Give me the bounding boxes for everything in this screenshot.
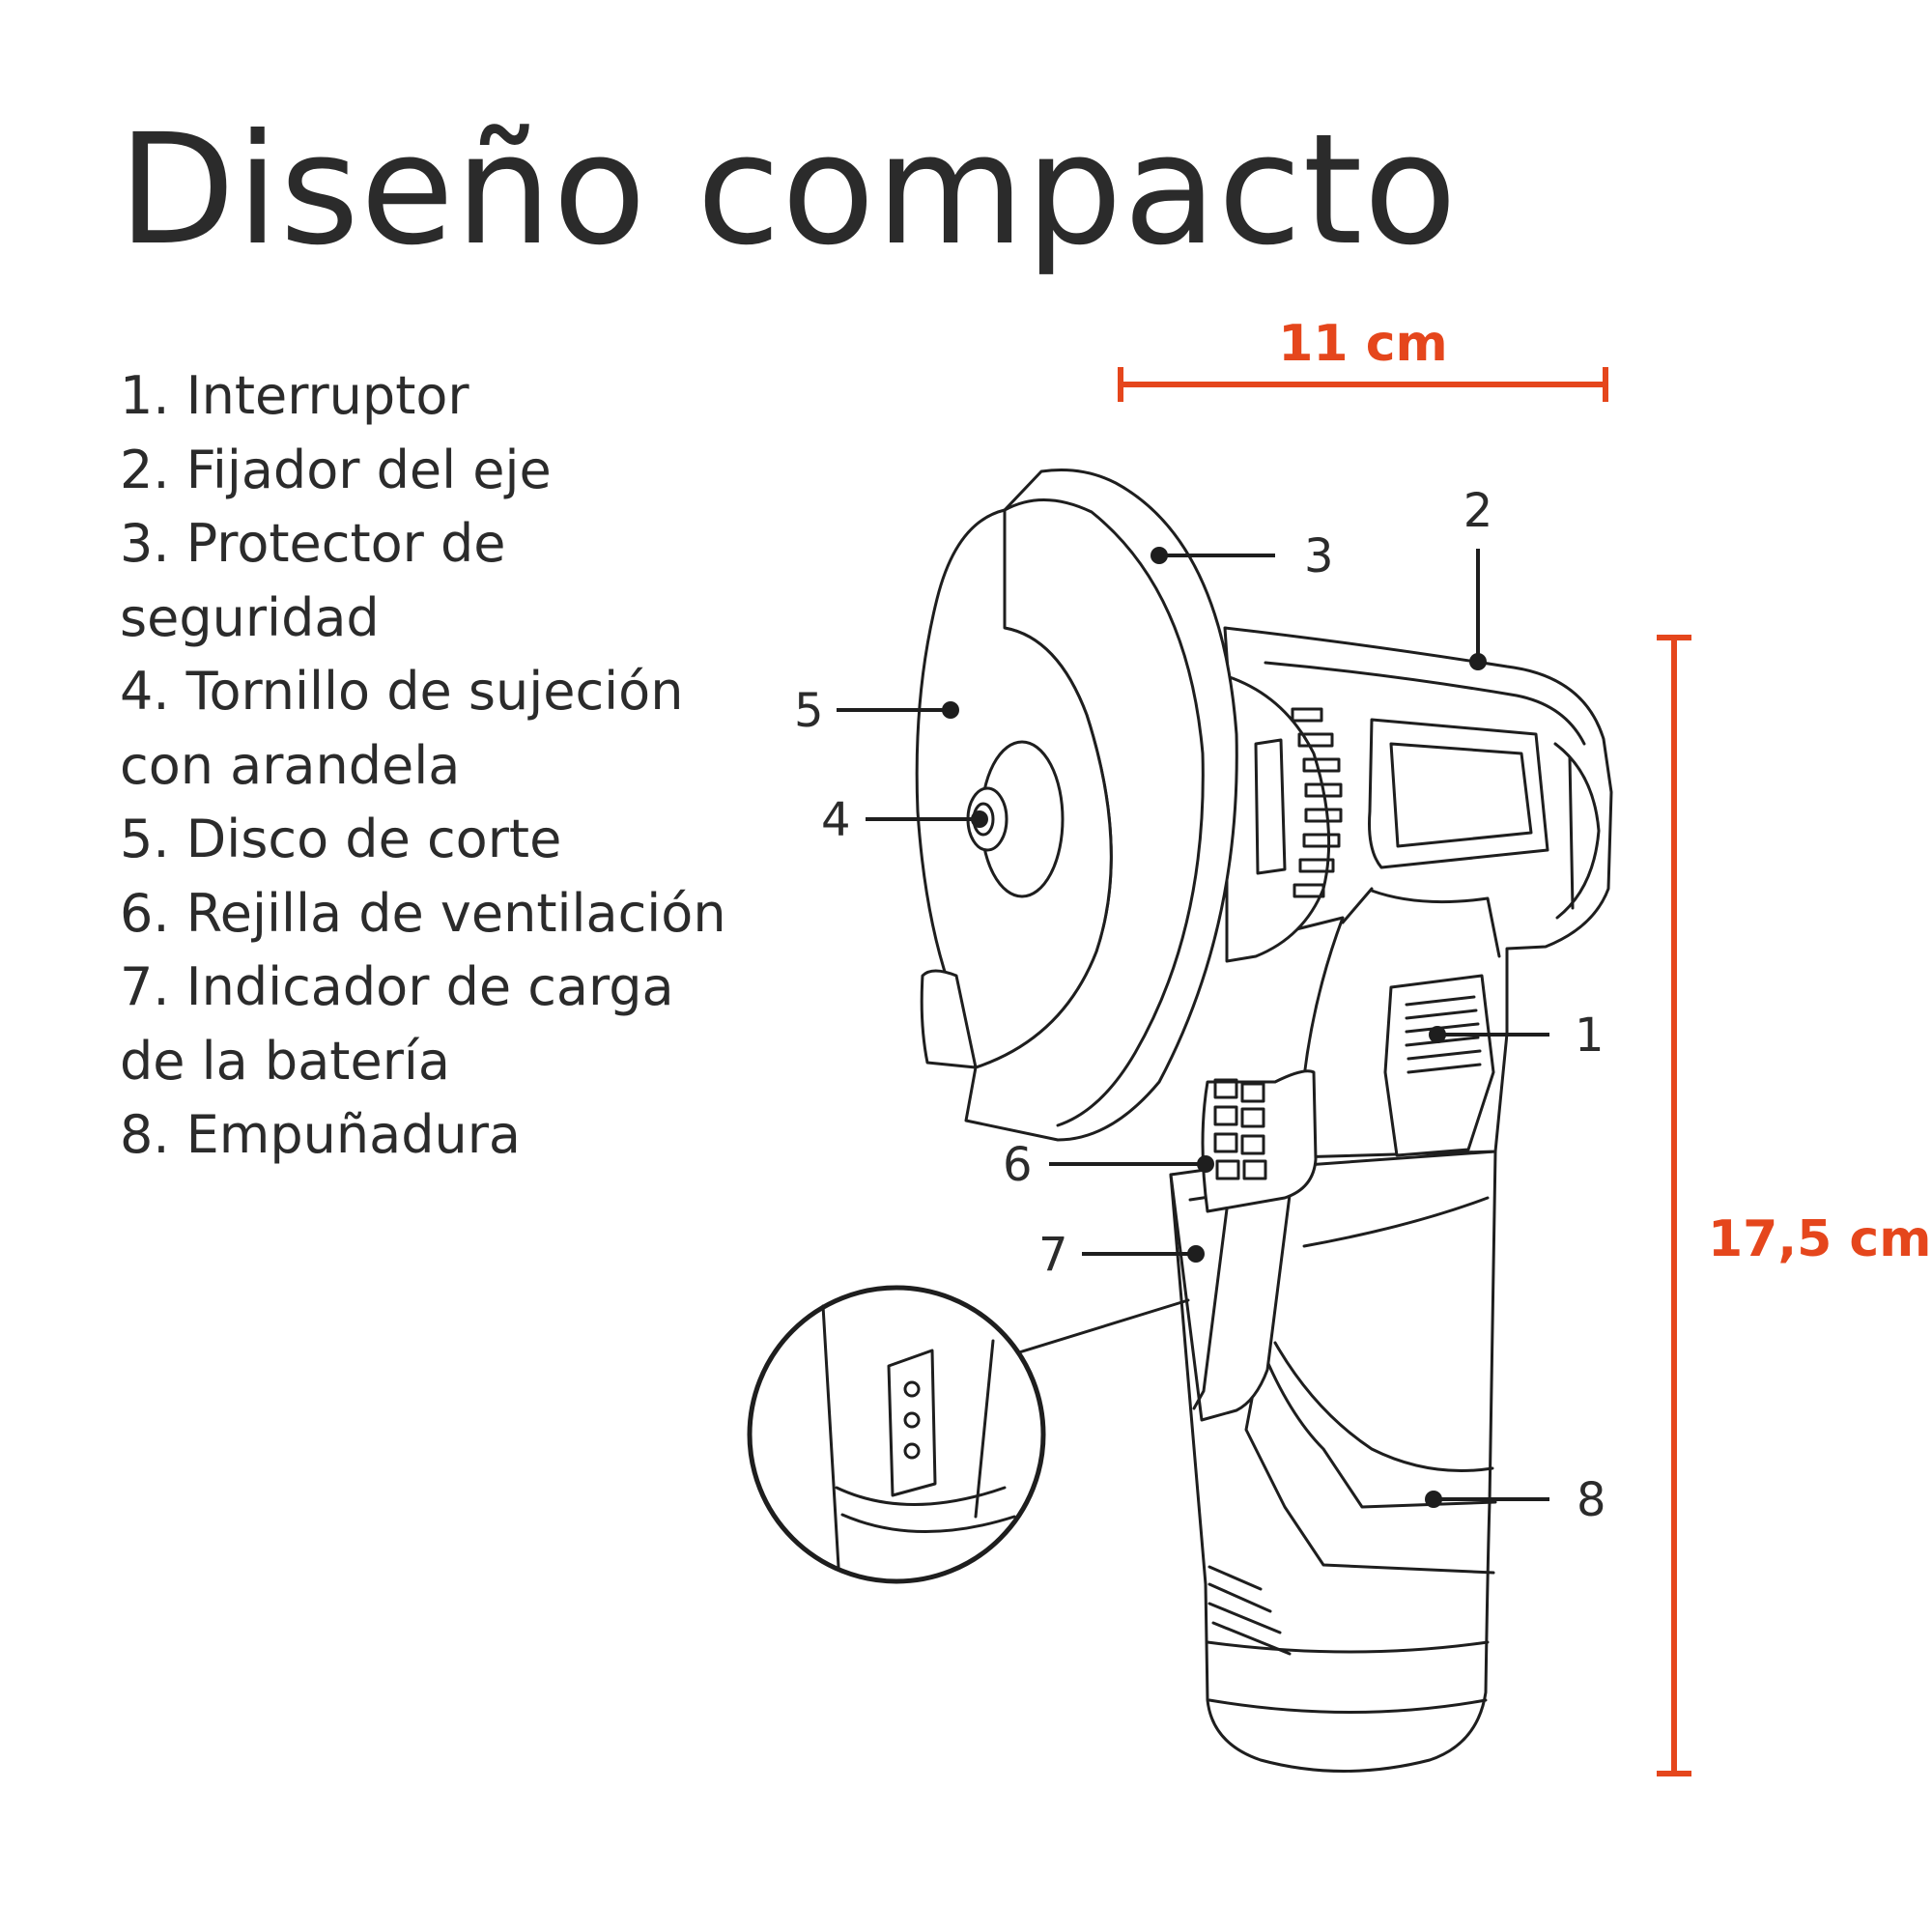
grille-slot	[1240, 1082, 1265, 1103]
charge-indicator-inset	[747, 1285, 1190, 1584]
legend-line: 4. Tornillo de sujeción	[120, 661, 684, 722]
housing-top-ridge	[1264, 661, 1586, 746]
callout-dot	[1151, 547, 1168, 564]
handle-grip-panel	[1273, 1196, 1494, 1472]
callout-number: 2	[1463, 484, 1493, 538]
callout-number: 6	[1003, 1138, 1033, 1192]
callout-5: 5	[794, 684, 959, 738]
legend-line: 8. Empuñadura	[120, 1104, 522, 1165]
vent-slot	[1302, 833, 1341, 848]
grille-slot	[1213, 1105, 1238, 1126]
grille-panel	[1201, 1069, 1318, 1213]
callout-dot	[1425, 1491, 1442, 1508]
callout-dot	[1469, 653, 1487, 670]
charge-led	[903, 1411, 921, 1429]
callout-dot	[1197, 1155, 1214, 1173]
legend-line: 6. Rejilla de ventilación	[120, 882, 726, 944]
page-title: Diseño compacto	[118, 101, 1459, 279]
handle-grip-panel	[1244, 1350, 1495, 1575]
width-dimension: 11 cm	[1118, 315, 1608, 402]
disc-lower-edge	[920, 969, 978, 1069]
legend-line: 1. Interruptor	[120, 365, 469, 426]
callout-dot	[971, 810, 988, 828]
spindle-collar	[1254, 738, 1287, 875]
grille-slot	[1213, 1132, 1238, 1153]
height-dimension: 17,5 cm	[1657, 635, 1931, 1776]
callout-1: 1	[1429, 1009, 1605, 1063]
vent-slot	[1291, 707, 1323, 723]
legend-line: 3. Protector de	[120, 513, 506, 574]
callout-dot	[1187, 1245, 1205, 1263]
safety-guard-rim	[1003, 498, 1205, 1127]
callout-4: 4	[821, 793, 988, 847]
housing-side-window-inner	[1389, 742, 1533, 848]
grille-slot	[1240, 1134, 1265, 1155]
housing-grip-line	[1341, 887, 1501, 958]
vent-slot	[1304, 782, 1343, 798]
gear-head-vents	[1291, 707, 1343, 898]
legend-line: 7. Indicador de carga	[120, 956, 674, 1017]
charge-led	[903, 1380, 921, 1398]
battery-release-slots	[1208, 1565, 1292, 1656]
legend-line: con arandela	[120, 734, 461, 796]
battery-seam	[1206, 1640, 1490, 1654]
grille-slot	[1242, 1159, 1267, 1180]
callout-dot	[942, 701, 959, 719]
grinder-illustration	[747, 469, 1613, 1773]
callout-8: 8	[1425, 1473, 1606, 1527]
callout-2: 2	[1463, 484, 1493, 670]
vent-slot	[1302, 757, 1341, 773]
front-lower-body	[1169, 1155, 1296, 1422]
vent-slot	[1297, 732, 1334, 748]
callout-7: 7	[1038, 1228, 1205, 1282]
grille-slot	[1215, 1159, 1240, 1180]
width-label: 11 cm	[1278, 315, 1447, 373]
battery-seam	[1208, 1698, 1488, 1714]
trigger-switch	[1383, 974, 1495, 1157]
callout-number: 8	[1577, 1473, 1606, 1527]
legend-line: 2. Fijador del eje	[120, 439, 552, 500]
charge-led	[903, 1442, 921, 1460]
callout-number: 5	[794, 684, 824, 738]
callout-dot	[1429, 1026, 1446, 1043]
grille-slot	[1240, 1107, 1265, 1128]
inset-housing-edge	[821, 1304, 1016, 1569]
vent-slot	[1298, 858, 1335, 873]
housing-side-window	[1368, 718, 1549, 869]
height-label: 17,5 cm	[1708, 1210, 1931, 1268]
parts-legend: 1. Interruptor 2. Fijador del eje 3. Pro…	[120, 359, 726, 1173]
ventilation-grille	[1201, 1069, 1318, 1213]
housing-rear-cap	[1553, 742, 1601, 920]
callout-number: 4	[821, 793, 851, 847]
legend-line: seguridad	[120, 586, 380, 648]
callout-number: 3	[1304, 529, 1334, 583]
callout-3: 3	[1151, 529, 1334, 583]
vent-slot	[1293, 883, 1325, 898]
callout-number: 7	[1038, 1228, 1068, 1282]
vent-slot	[1304, 808, 1343, 823]
callout-6: 6	[1003, 1138, 1214, 1192]
legend-line: 5. Disco de corte	[120, 809, 562, 869]
callout-number: 1	[1575, 1009, 1605, 1063]
inset-indicator-panel	[887, 1349, 937, 1497]
legend-line: de la batería	[120, 1030, 450, 1092]
grille-slot	[1213, 1078, 1238, 1099]
inset-connector-line	[1017, 1298, 1190, 1354]
